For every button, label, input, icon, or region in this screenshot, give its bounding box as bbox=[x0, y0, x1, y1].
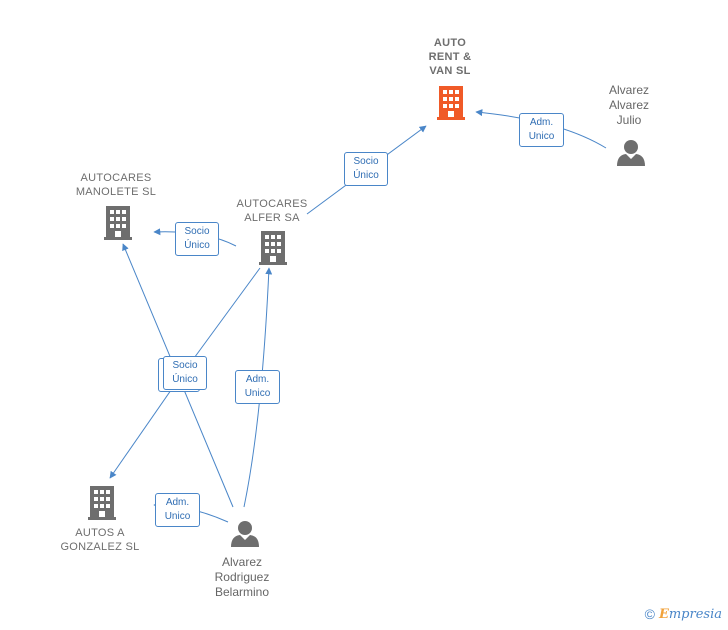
person-icon bbox=[617, 140, 645, 166]
edge-label-socio-unico: Socio Único bbox=[175, 222, 219, 256]
edge-label-adm-unico: Adm. Unico bbox=[235, 370, 280, 404]
footer-watermark: © Empresia bbox=[645, 606, 722, 622]
edge-label-socio-unico: Socio Único bbox=[344, 152, 388, 186]
building-icon bbox=[104, 206, 132, 240]
person-icon bbox=[231, 521, 259, 547]
node-label-auto-rent[interactable]: AUTO RENT & VAN SL bbox=[428, 37, 472, 77]
building-icon bbox=[437, 86, 465, 120]
building-icon bbox=[88, 486, 116, 520]
building-icon bbox=[259, 231, 287, 265]
edge-label-socio-unico: Socio Único bbox=[163, 356, 207, 390]
copyright-icon: © bbox=[644, 606, 655, 622]
node-label-alfer[interactable]: AUTOCARES ALFER SA bbox=[236, 198, 308, 224]
brand-logo: Empresia bbox=[658, 606, 722, 622]
edge-label-adm-unico: Adm. Unico bbox=[519, 113, 564, 147]
node-label-manolete[interactable]: AUTOCARES MANOLETE SL bbox=[75, 172, 157, 198]
node-label-julio[interactable]: Alvarez Alvarez Julio bbox=[608, 83, 649, 127]
node-label-gonzalez[interactable]: AUTOS A GONZALEZ SL bbox=[60, 527, 140, 553]
edge-label-adm-unico: Adm. Unico bbox=[155, 493, 200, 527]
edge-junction-to-gonzalez bbox=[109, 379, 179, 479]
node-label-belarmino[interactable]: Alvarez Rodriguez Belarmino bbox=[214, 555, 270, 599]
